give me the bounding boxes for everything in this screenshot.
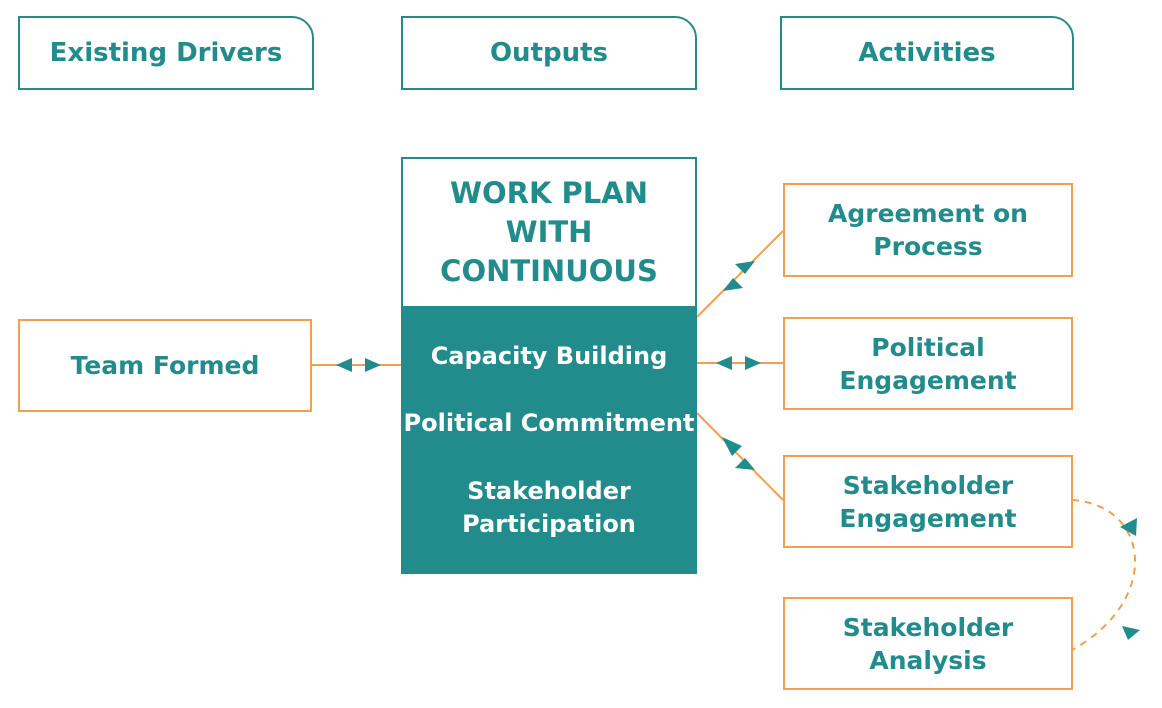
work-plan-title: WORK PLAN WITH CONTINUOUS — [403, 159, 695, 306]
team-formed-label: Team Formed — [70, 351, 260, 380]
activity-agreement-on-process: Agreement on Process — [783, 183, 1073, 277]
activity-label: Stakeholder Engagement — [839, 470, 1017, 533]
arrow-down-left-icon — [723, 278, 743, 291]
connector-commitment-to-stakeholder-engagement — [696, 412, 784, 501]
arrow-right-icon — [365, 358, 381, 372]
arrow-down-right-icon — [735, 458, 755, 470]
arrow-right-icon — [745, 356, 761, 370]
connector-agreement-to-work-plan — [696, 230, 784, 318]
arrow-up-left-icon — [722, 437, 742, 456]
header-outputs: Outputs — [401, 16, 697, 90]
arrow-down-icon — [1122, 626, 1140, 640]
work-plan-item-political-commitment: Political Commitment — [403, 409, 695, 437]
header-outputs-label: Outputs — [489, 38, 609, 68]
connector-engagement-analysis-dashed — [1071, 499, 1137, 651]
work-plan-box: WORK PLAN WITH CONTINUOUS Capacity Build… — [401, 157, 697, 574]
activity-label: Political Engagement — [839, 332, 1017, 395]
header-activities: Activities — [780, 16, 1074, 90]
activity-stakeholder-engagement: Stakeholder Engagement — [783, 455, 1073, 548]
arrow-up-right-icon — [735, 261, 755, 274]
team-formed-box: Team Formed — [18, 319, 312, 412]
activity-stakeholder-analysis: Stakeholder Analysis — [783, 597, 1073, 690]
arrow-up-icon — [1120, 518, 1137, 536]
header-existing-drivers: Existing Drivers — [18, 16, 314, 90]
work-plan-item-stakeholder-participation: Stakeholder Participation — [462, 477, 636, 538]
arrow-left-icon — [336, 358, 352, 372]
work-plan-item-capacity-building: Capacity Building — [430, 342, 668, 370]
activity-label: Agreement on Process — [828, 199, 1028, 261]
activity-label: Stakeholder Analysis — [842, 612, 1014, 675]
header-activities-label: Activities — [858, 38, 996, 68]
activity-political-engagement: Political Engagement — [783, 317, 1073, 410]
header-existing-drivers-label: Existing Drivers — [49, 38, 283, 68]
arrow-left-icon — [716, 356, 732, 370]
